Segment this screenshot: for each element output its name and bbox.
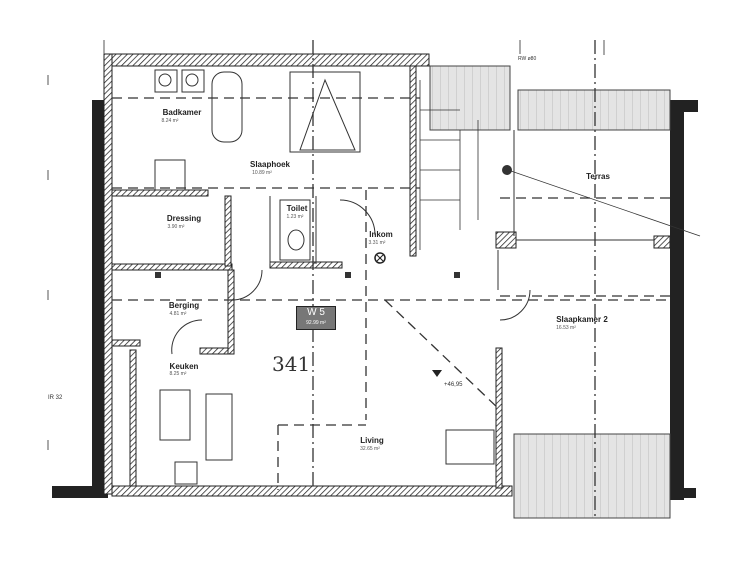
stairs (419, 80, 479, 250)
rainwater-label: RW ø80 (518, 56, 537, 62)
room-area-slaaphoek: 10.89 m² (252, 170, 272, 176)
room-label-dressing: Dressing (166, 214, 202, 223)
level-marker: +46,95 (444, 382, 463, 388)
room-label-slaaphoek: Slaaphoek (249, 160, 291, 169)
room-label-toilet: Toilet (286, 204, 308, 213)
room-area-slaapkamer-2: 16.53 m² (556, 325, 576, 331)
outer-walls (52, 100, 698, 500)
room-area-keuken: 8.25 m² (169, 371, 187, 377)
unit-area: 92.99 m² (306, 320, 326, 326)
handwritten-number: 341 (272, 352, 311, 376)
room-label-badkamer: Badkamer (162, 108, 202, 117)
room-label-living: Living (360, 436, 384, 445)
room-area-inkom: 3.31 m² (368, 240, 386, 246)
room-area-badkamer: 8.24 m² (161, 118, 179, 124)
room-area-living: 32.65 m² (360, 446, 380, 452)
room-area-dressing: 3.90 m² (167, 224, 185, 230)
unit-badge: W 5 92.99 m² (296, 306, 336, 330)
room-label-berging: Berging (168, 301, 200, 310)
room-label-terras: Terras (586, 172, 610, 181)
hatched-walls (103, 53, 671, 497)
room-label-keuken: Keuken (169, 362, 199, 371)
room-label-slaapkamer-2: Slaapkamer 2 (556, 315, 608, 324)
room-area-berging: 4.81 m² (169, 311, 187, 317)
room-label-inkom: Inkom (369, 230, 393, 239)
room-area-toilet: 1.23 m² (286, 214, 304, 220)
unit-name: W 5 (307, 307, 325, 318)
margin-reference: IR 32 (48, 395, 63, 401)
